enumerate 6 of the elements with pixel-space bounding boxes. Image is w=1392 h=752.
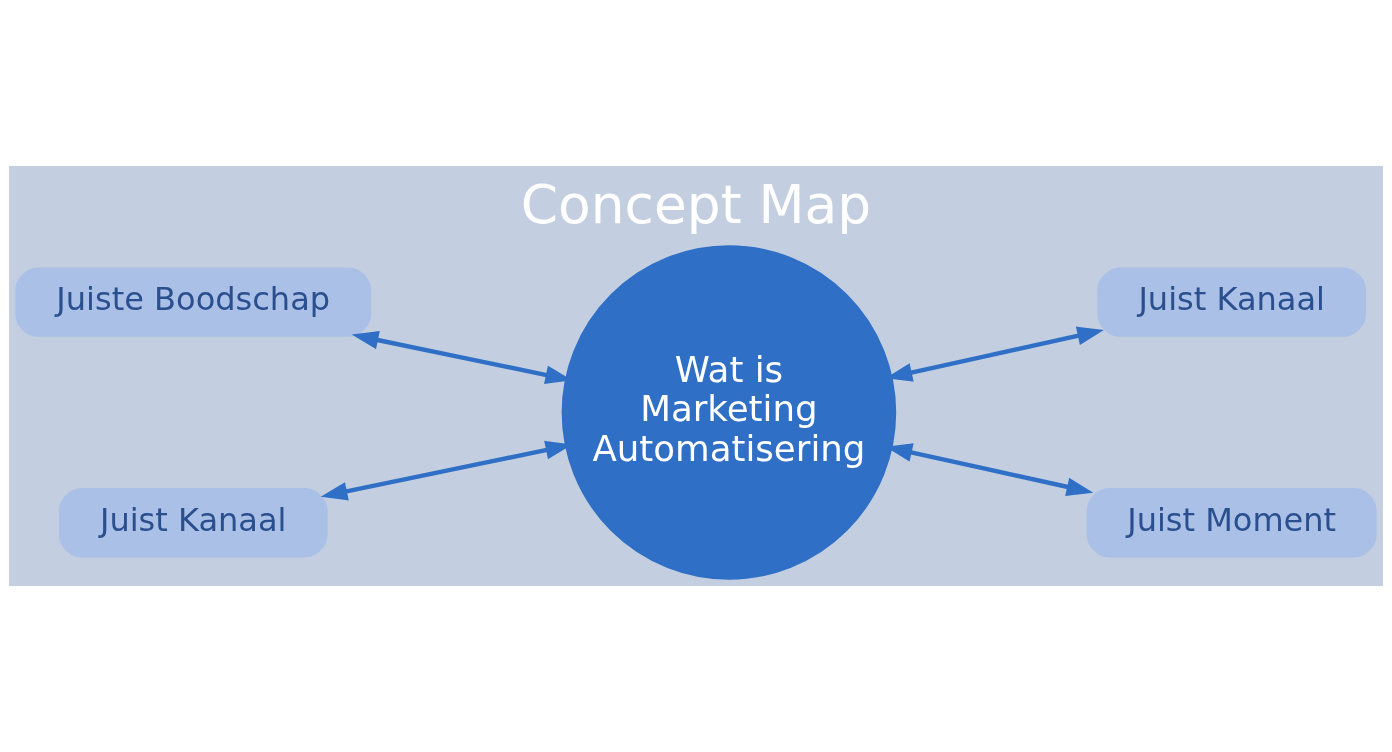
node-box: Juist Kanaal [1097, 267, 1367, 337]
node-box: Juist Moment [1086, 488, 1377, 558]
diagram-title: Concept Map [520, 172, 872, 236]
node-circle: Wat is Marketing Automatisering [561, 245, 897, 580]
node-box: Juiste Boodschap [15, 267, 372, 337]
node-box: Juist Kanaal [58, 488, 328, 558]
